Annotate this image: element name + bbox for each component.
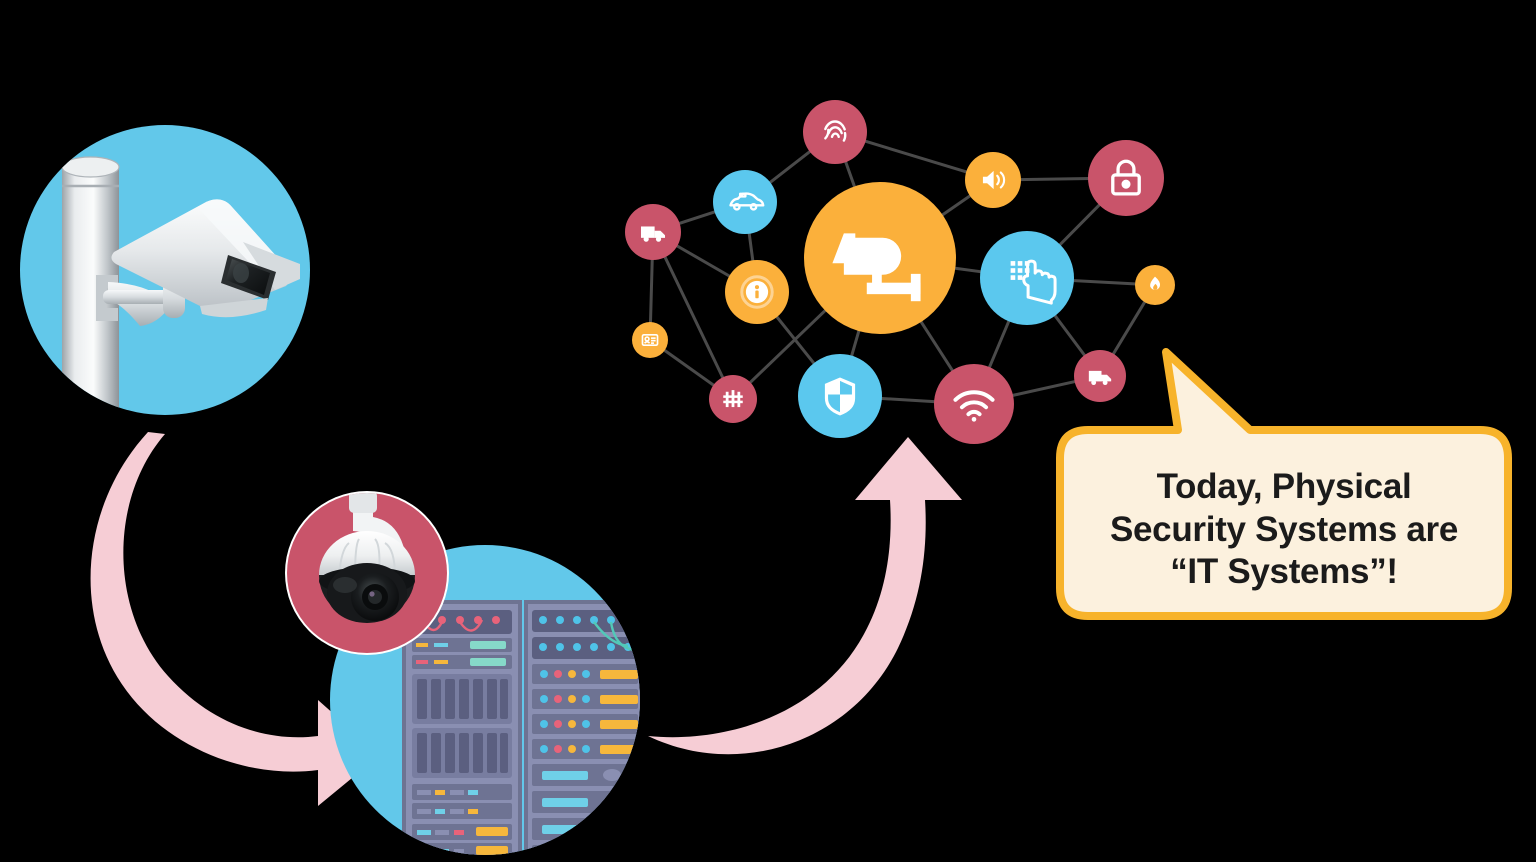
- speech-bubble-text: Today, Physical Security Systems are “IT…: [1058, 430, 1510, 630]
- network-node-shield[interactable]: Protection: [798, 354, 882, 438]
- truck-icon: [640, 226, 666, 242]
- info-icon: [740, 275, 774, 309]
- network-node-speaker[interactable]: Audio Alarm: [965, 152, 1021, 208]
- network-link: [951, 266, 984, 274]
- speaker-icon: [982, 170, 1006, 190]
- police-car-icon: [729, 192, 765, 211]
- arrow-camera-to-rack: [90, 432, 380, 806]
- bubble-line-2: Security Systems are: [1109, 509, 1459, 549]
- truck-icon: [1088, 370, 1112, 386]
- cctv-camera-icon: [832, 233, 921, 302]
- fence-icon: [723, 390, 743, 408]
- network-node-cctv-hub[interactable]: Video Surveillance: [804, 182, 956, 334]
- network-node-police-car[interactable]: Patrol Response: [713, 170, 777, 234]
- network-link: [1009, 379, 1079, 398]
- network-node-flame[interactable]: Fire Detection: [1135, 265, 1175, 305]
- network-link: [843, 158, 857, 190]
- speech-bubble: Today, Physical Security Systems are “IT…: [1056, 348, 1512, 630]
- padlock-icon: [1111, 159, 1141, 196]
- network-node-delivery-right[interactable]: Fleet: [1074, 350, 1126, 402]
- network-node-info[interactable]: Information: [725, 260, 789, 324]
- network-link: [878, 396, 938, 404]
- network-link: [1052, 312, 1088, 359]
- arrow-rack-to-network: [648, 437, 962, 755]
- node-circle: [1088, 140, 1164, 216]
- network-link: [767, 148, 813, 186]
- network-link: [662, 253, 725, 381]
- network-node-keypad[interactable]: Access Control: [980, 231, 1074, 325]
- network-node-delivery-left[interactable]: Logistics: [625, 204, 681, 260]
- flame-icon: [1150, 276, 1161, 290]
- network-node-id-badge[interactable]: Credentials: [632, 322, 668, 358]
- network-link: [1070, 278, 1139, 286]
- network-link: [849, 327, 861, 360]
- network-link: [676, 209, 718, 226]
- network-link: [747, 230, 755, 264]
- speech-bubble-shape: [1056, 348, 1512, 620]
- network-link: [1110, 298, 1148, 357]
- network-link: [918, 318, 955, 374]
- ptz-dome-camera-photo: [285, 491, 449, 655]
- node-circle: [980, 231, 1074, 325]
- id-card-icon: [641, 333, 659, 347]
- network-links: [648, 139, 1148, 404]
- network-node-wifi[interactable]: Connectivity: [934, 364, 1014, 444]
- shield-icon: [824, 377, 856, 416]
- network-link: [862, 139, 970, 174]
- network-node-fingerprint[interactable]: Biometrics: [803, 100, 867, 164]
- network-link: [1057, 202, 1103, 248]
- network-link: [648, 256, 654, 326]
- node-circle: [632, 322, 668, 358]
- network-link: [674, 243, 733, 279]
- bubble-line-3: “IT Systems”!: [1170, 552, 1398, 592]
- bubble-line-1: Today, Physical: [1156, 466, 1412, 506]
- network-node-padlock[interactable]: Locking: [1088, 140, 1164, 216]
- fingerprint-icon: [824, 120, 847, 142]
- keypad-hand-icon: [1010, 259, 1057, 305]
- network-nodes: Video Surveillance Biometrics Patrol Res…: [625, 100, 1175, 444]
- network-link: [939, 193, 974, 218]
- wifi-icon: [953, 390, 995, 422]
- network-link: [1017, 177, 1092, 182]
- network-node-fence[interactable]: Perimeter: [709, 375, 757, 423]
- node-circle: [713, 170, 777, 234]
- network-link: [747, 307, 829, 386]
- cctv-bullet-camera-photo: [20, 125, 310, 415]
- node-circle: [803, 100, 867, 164]
- network-link: [987, 317, 1012, 371]
- network-link: [661, 347, 717, 388]
